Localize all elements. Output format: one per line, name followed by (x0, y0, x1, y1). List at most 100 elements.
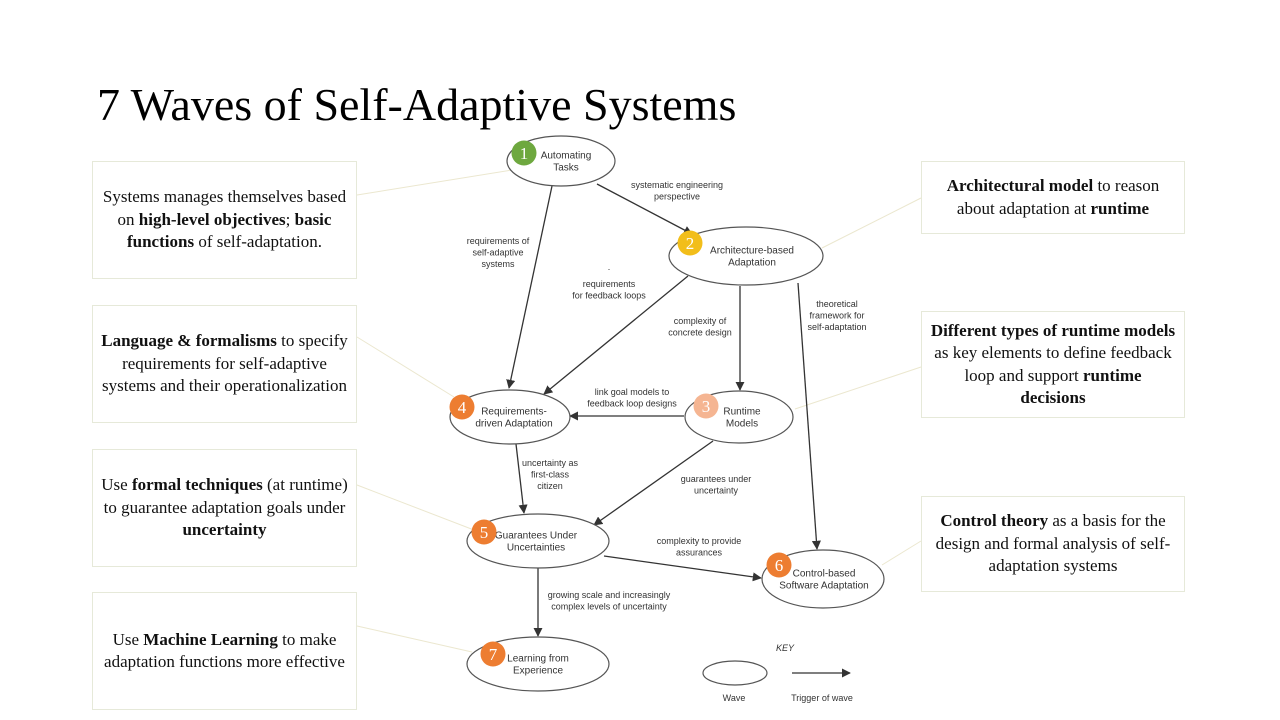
edge-label: complexity of (674, 316, 727, 326)
edge-label: systematic engineering (631, 180, 723, 190)
wave-node-label: Learning from (507, 654, 569, 665)
emphasis-text: Control theory (940, 511, 1049, 531)
wave-node-label: Tasks (553, 163, 579, 174)
body-text: Use (101, 475, 132, 495)
key-wave-label: Wave (723, 693, 746, 703)
edge-label: systems (481, 259, 515, 269)
description-box-wave-5: Use formal techniques (at runtime) to gu… (92, 449, 357, 567)
description-text: Control theory as a basis for the design… (930, 510, 1176, 578)
wave-trigger-arrow (603, 555, 762, 582)
edge-label: growing scale and increasingly (548, 590, 671, 600)
edge-label: framework for (809, 311, 864, 321)
emphasis-text: runtime (1090, 198, 1150, 218)
description-text: Systems manages themselves based on high… (101, 186, 348, 254)
edge-label: assurances (676, 548, 723, 558)
slide-title: 7 Waves of Self-Adaptive Systems (97, 79, 737, 130)
key-title: KEY (776, 643, 795, 653)
edge-label: requirements of (467, 236, 530, 246)
callout-leader-line (356, 484, 475, 531)
wave-number-badge-4 (449, 394, 475, 420)
wave-node-5 (466, 513, 610, 569)
key-trigger-label: Trigger of wave (791, 693, 853, 703)
callout-leader-line (356, 625, 473, 653)
body-text: to specify requirements for self-adaptiv… (101, 331, 348, 396)
description-box-wave-1: Systems manages themselves based on high… (92, 161, 357, 279)
description-box-wave-7: Use Machine Learning to make adaptation … (92, 592, 357, 710)
wave-number: 3 (702, 397, 711, 416)
edge-label: uncertainty as (522, 458, 579, 468)
emphasis-text: formal techniques (131, 475, 263, 495)
description-text: Use formal techniques (at runtime) to gu… (101, 474, 348, 542)
wave-trigger-arrow (596, 183, 693, 235)
wave-node-label: Control-based (793, 569, 856, 580)
callout-leader-line (356, 336, 455, 398)
edge-label: perspective (654, 192, 700, 202)
description-box-wave-6: Control theory as a basis for the design… (921, 496, 1185, 592)
edge-label: self-adaptive (472, 248, 523, 258)
body-text: (at runtime) to guarantee adaptation goa… (103, 475, 348, 517)
wave-node-label: Software Adaptation (779, 581, 869, 592)
description-text: Use Machine Learning to make adaptation … (101, 629, 348, 674)
wave-node-label: Adaptation (728, 258, 776, 269)
wave-node-4 (449, 389, 571, 445)
body-text: as key elements to define feedback loop … (934, 343, 1172, 385)
description-text: Architectural model to reason about adap… (930, 175, 1176, 220)
description-text: Different types of runtime models as key… (930, 320, 1176, 410)
edge-label: uncertainty (694, 486, 739, 496)
edge-label: complex levels of uncertainty (551, 602, 667, 612)
emphasis-text: Language & formalisms (101, 331, 277, 351)
emphasis-text: basic functions (126, 209, 332, 252)
callout-leader-line (794, 366, 922, 410)
wave-node-label: Requirements- (481, 407, 547, 418)
wave-node-2 (668, 226, 824, 286)
body-text: to reason about adaptation at (956, 176, 1160, 218)
wave-number: 5 (480, 523, 489, 542)
stray-mark: . (608, 262, 611, 272)
body-text: of self-adaptation. (194, 232, 322, 252)
description-box-wave-3: Different types of runtime models as key… (921, 311, 1185, 418)
wave-trigger-arrow (593, 440, 714, 526)
key-wave-ellipse (702, 660, 768, 686)
wave-number-badge-6 (766, 552, 792, 578)
wave-node-label: driven Adaptation (475, 419, 552, 430)
wave-node-label: Experience (513, 666, 563, 677)
wave-node-label: Automating (541, 151, 592, 162)
wave-number: 6 (775, 556, 784, 575)
edge-label: first-class (531, 470, 569, 480)
edge-label: self-adaptation (807, 322, 866, 332)
edge-label: complexity to provide (657, 536, 742, 546)
callout-leader-line (821, 197, 922, 249)
emphasis-text: high-level objectives (138, 209, 286, 229)
description-text: Language & formalisms to specify require… (101, 330, 348, 398)
emphasis-text: Architectural model (946, 176, 1094, 195)
wave-node-label: Runtime (723, 407, 761, 418)
body-text: Use (112, 629, 144, 649)
wave-node-label: Architecture-based (710, 246, 794, 257)
wave-number-badge-5 (471, 519, 497, 545)
callout-leader-line (881, 540, 922, 566)
emphasis-text: uncertainty (182, 520, 267, 540)
body-text: ; (285, 209, 295, 229)
wave-number-badge-3 (693, 393, 719, 419)
wave-trigger-arrow (506, 185, 553, 389)
edge-label: feedback loop designs (587, 399, 677, 409)
edge-label: for feedback loops (572, 291, 646, 301)
wave-number-badge-7 (480, 641, 506, 667)
edge-label: requirements (583, 279, 636, 289)
wave-node-label: Uncertainties (507, 543, 565, 554)
edge-label: guarantees under (681, 474, 752, 484)
edge-label: theoretical (816, 299, 858, 309)
wave-trigger-arrow (543, 275, 689, 395)
wave-node-label: Guarantees Under (495, 531, 578, 542)
edge-label: concrete design (668, 328, 732, 338)
description-box-wave-4: Language & formalisms to specify require… (92, 305, 357, 423)
wave-number-badge-2 (677, 230, 703, 256)
body-text: to make adaptation functions more effect… (104, 629, 345, 672)
description-box-wave-2: Architectural model to reason about adap… (921, 161, 1185, 234)
emphasis-text: Different types of runtime models (930, 320, 1176, 340)
callout-leader-line (356, 169, 513, 196)
wave-number: 2 (686, 234, 695, 253)
wave-node-6 (761, 549, 885, 609)
edge-label: citizen (537, 481, 563, 491)
